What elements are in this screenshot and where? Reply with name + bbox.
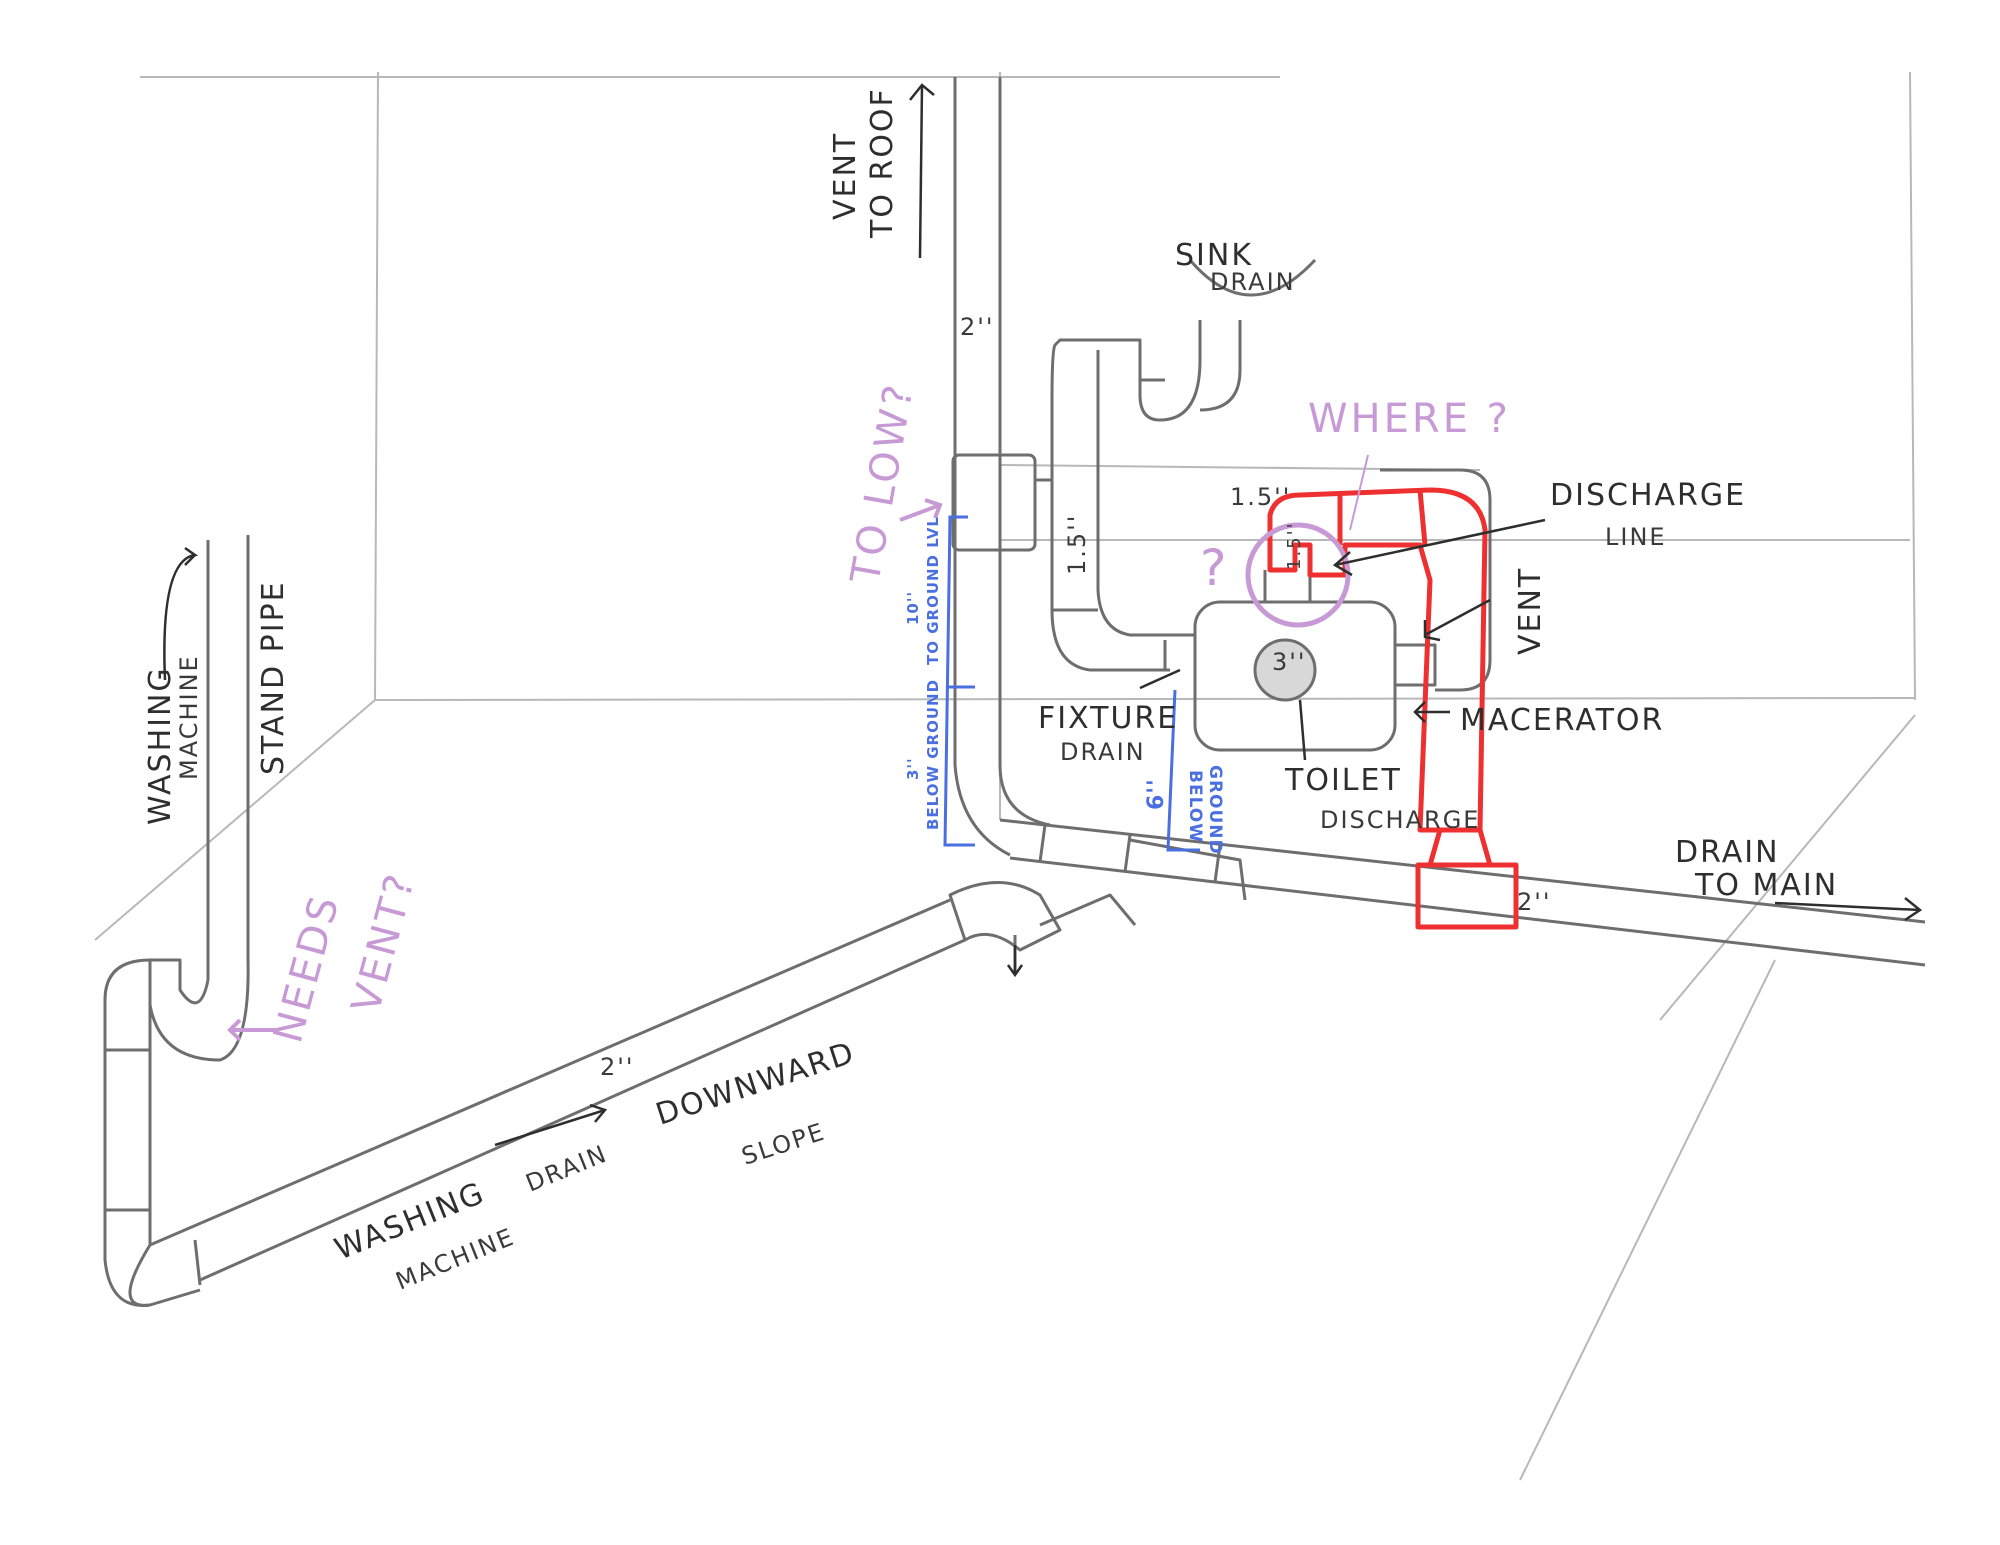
question-mark: ? (1200, 539, 1230, 597)
macerator-unit (1193, 468, 1492, 752)
sink-drain-pipe (1035, 258, 1317, 672)
washing-machine-label: WASHING (143, 666, 178, 825)
below-ground-label: BELOW GROUND (924, 679, 942, 830)
main-size-label: 2'' (1517, 888, 1551, 916)
washing-machine-drain-pipe (103, 881, 1137, 1307)
stand-pipe (103, 535, 250, 1062)
fixture-drain-label: DRAIN (1060, 738, 1146, 766)
needs-vent-arrow (227, 1018, 275, 1042)
below-ground-label: 3'' (904, 757, 922, 780)
sink-drain-label: DRAIN (1210, 268, 1296, 296)
vent-size-label: 2'' (960, 313, 994, 341)
pipe-size-label: 1.5'' (1284, 521, 1305, 570)
drain-to-main-label: DRAIN (1675, 835, 1780, 870)
below-ground-label: 6'' (1144, 778, 1169, 810)
wm-drain-size-label: 2'' (600, 1053, 634, 1081)
toilet-discharge-label: DISCHARGE (1320, 806, 1480, 834)
needs-vent-label: NEEDS (265, 889, 349, 1047)
ground-level-label: 10'' (904, 591, 922, 625)
vent-stack-pipe (951, 77, 1051, 857)
toilet-size-label: 3'' (1272, 648, 1306, 676)
pipe-size-label: 1.5'' (1063, 514, 1091, 575)
too-low-arrow (899, 498, 943, 522)
wm-drain-label: DRAIN (522, 1140, 612, 1198)
fixture-drain-label: FIXTURE (1038, 701, 1178, 736)
discharge-line-pipe (1267, 487, 1519, 930)
vent-label: VENT (1513, 567, 1548, 655)
measurement-brackets (943, 515, 1200, 852)
below-ground-label: BELOW (1185, 770, 1205, 843)
discharge-line-label: LINE (1605, 523, 1667, 551)
pipe-size-label: 1.5'' (1230, 483, 1291, 511)
sink-drain-label: SINK (1175, 238, 1253, 273)
main-drain-pipe (999, 818, 1926, 967)
stand-pipe-label: STAND PIPE (256, 580, 291, 775)
where-circle (1245, 522, 1351, 628)
vent-to-roof-label: TO ROOF (865, 87, 900, 239)
too-low-label: TO LOW? (842, 379, 923, 588)
vent-to-roof-label: VENT (828, 132, 863, 220)
discharge-line-label: DISCHARGE (1550, 478, 1746, 513)
where-label: WHERE ? (1308, 396, 1511, 442)
room-walls (94, 71, 1916, 1481)
washing-machine-label: MACHINE (175, 654, 203, 780)
below-ground-label: GROUND (1205, 765, 1225, 855)
macerator-label: MACERATOR (1460, 703, 1664, 738)
ground-level-label: TO GROUND LVL (924, 516, 942, 665)
downward-slope-label: DOWNWARD (652, 1035, 860, 1132)
needs-vent-label: VENT? (343, 867, 425, 1017)
downward-slope-label: SLOPE (738, 1117, 829, 1170)
toilet-discharge-label: TOILET (1284, 763, 1402, 798)
where-pointer (1349, 454, 1369, 531)
drain-to-main-label: TO MAIN (1694, 868, 1838, 903)
annotation-arrows (163, 83, 1923, 1147)
